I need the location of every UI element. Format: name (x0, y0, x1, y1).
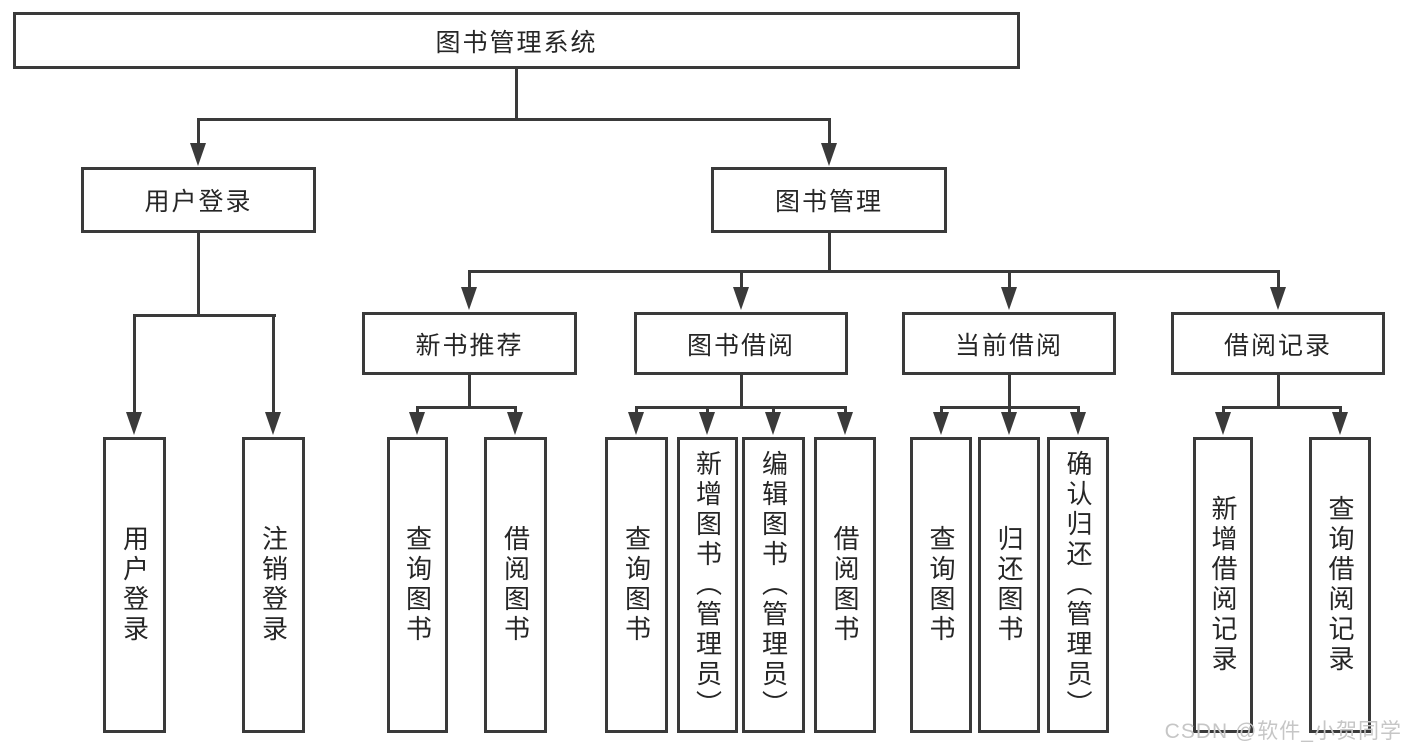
leaf-cb-confirm-return-admin: 确认归还（管理员） (1047, 437, 1109, 733)
leaf-br-add-record-label: 新增借阅记录 (1208, 495, 1238, 675)
leaf-br-query-record-label: 查询借阅记录 (1325, 495, 1355, 675)
leaf-cb-query-books-label: 查询图书 (926, 525, 956, 645)
connector-user-login-stem (197, 230, 200, 317)
connector-to-borrow-record (1277, 270, 1280, 289)
connector-borrow-record-stem (1277, 373, 1280, 409)
leaf-nbr-query-books: 查询图书 (387, 437, 448, 733)
leaf-bb-query-books: 查询图书 (605, 437, 668, 733)
connector-book-mgmt-bus (468, 270, 1280, 273)
connector-to-book-mgmt (828, 118, 831, 145)
csdn-watermark: CSDN @软件_小贺同学 (1164, 720, 1402, 743)
node-book-mgmt-label: 图书管理 (774, 188, 883, 216)
leaf-bb-borrow-books: 借阅图书 (814, 437, 876, 733)
leaf-br-add-record: 新增借阅记录 (1193, 437, 1253, 733)
node-user-login-label: 用户登录 (144, 188, 253, 216)
connector-new-book-rec-stem (468, 373, 471, 409)
node-current-borrow-label: 当前借阅 (954, 331, 1063, 360)
arrow-down-icon (699, 412, 715, 435)
connector-book-borrow-bus (635, 406, 846, 409)
node-book-borrow-label: 图书借阅 (686, 331, 795, 360)
leaf-bb-add-books-admin: 新增图书（管理员） (677, 437, 738, 733)
arrow-down-icon (265, 412, 281, 435)
leaf-bb-edit-books-admin: 编辑图书（管理员） (742, 437, 805, 733)
leaf-cb-return-books: 归还图书 (978, 437, 1040, 733)
connector-new-book-rec-bus (416, 406, 517, 409)
connector-to-new-book-rec (468, 270, 471, 289)
arrow-down-icon (126, 412, 142, 435)
connector-leaf (514, 406, 517, 415)
connector-root-stem (515, 66, 518, 120)
arrow-down-icon (190, 143, 206, 166)
connector-leaf (844, 406, 847, 415)
connector-borrow-record-bus (1222, 406, 1341, 409)
leaf-nbr-query-books-label: 查询图书 (402, 525, 433, 645)
node-borrow-record: 借阅记录 (1171, 312, 1385, 375)
leaf-bb-query-books-label: 查询图书 (621, 525, 652, 645)
node-borrow-record-label: 借阅记录 (1223, 331, 1332, 360)
connector-leaf (940, 406, 943, 415)
connector-to-user-login (197, 118, 200, 145)
arrow-down-icon (933, 412, 949, 435)
connector-to-book-borrow (740, 270, 743, 289)
leaf-logout-label: 注销登录 (258, 525, 289, 645)
connector-leaf (635, 406, 638, 415)
leaf-logout: 注销登录 (242, 437, 305, 733)
connector-user-login-bus (133, 314, 276, 317)
arrow-down-icon (1001, 412, 1017, 435)
arrow-down-icon (1070, 412, 1086, 435)
arrow-down-icon (507, 412, 523, 435)
node-root: 图书管理系统 (13, 12, 1020, 69)
connector-leaf (706, 406, 709, 415)
arrow-down-icon (733, 287, 749, 310)
arrow-down-icon (837, 412, 853, 435)
arrow-down-icon (1270, 287, 1286, 310)
leaf-bb-add-books-admin-label: 新增图书（管理员） (692, 450, 723, 720)
arrow-down-icon (461, 287, 477, 310)
node-book-mgmt: 图书管理 (711, 167, 947, 233)
node-current-borrow: 当前借阅 (902, 312, 1116, 375)
connector-leaf (416, 406, 419, 415)
connector-leaf (772, 406, 775, 415)
leaf-cb-return-books-label: 归还图书 (994, 525, 1024, 645)
connector-book-mgmt-stem (828, 230, 831, 273)
leaf-bb-borrow-books-label: 借阅图书 (830, 525, 860, 645)
leaf-nbr-borrow-books: 借阅图书 (484, 437, 547, 733)
arrow-down-icon (1215, 412, 1231, 435)
leaf-nbr-borrow-books-label: 借阅图书 (500, 525, 531, 645)
connector-to-logout-leaf (272, 314, 275, 414)
connector-leaf (1222, 406, 1225, 415)
node-new-book-rec-label: 新书推荐 (415, 331, 524, 360)
leaf-bb-edit-books-admin-label: 编辑图书（管理员） (758, 450, 789, 720)
arrow-down-icon (409, 412, 425, 435)
connector-leaf (1077, 406, 1080, 415)
node-root-label: 图书管理系统 (435, 28, 598, 57)
connector-to-user-login-leaf (133, 314, 136, 414)
arrow-down-icon (821, 143, 837, 166)
leaf-cb-confirm-return-admin-label: 确认归还（管理员） (1063, 450, 1093, 720)
node-new-book-rec: 新书推荐 (362, 312, 577, 375)
connector-book-borrow-stem (740, 373, 743, 409)
connector-to-current-borrow (1008, 270, 1011, 289)
connector-leaf (1339, 406, 1342, 415)
connector-current-borrow-stem (1008, 373, 1011, 409)
leaf-cb-query-books: 查询图书 (910, 437, 972, 733)
leaf-user-login-label: 用户登录 (119, 525, 150, 645)
connector-root-bus (197, 118, 831, 121)
leaf-br-query-record: 查询借阅记录 (1309, 437, 1371, 733)
node-book-borrow: 图书借阅 (634, 312, 848, 375)
arrow-down-icon (765, 412, 781, 435)
arrow-down-icon (628, 412, 644, 435)
connector-leaf (1008, 406, 1011, 415)
arrow-down-icon (1332, 412, 1348, 435)
leaf-user-login: 用户登录 (103, 437, 166, 733)
node-user-login: 用户登录 (81, 167, 316, 233)
arrow-down-icon (1001, 287, 1017, 310)
